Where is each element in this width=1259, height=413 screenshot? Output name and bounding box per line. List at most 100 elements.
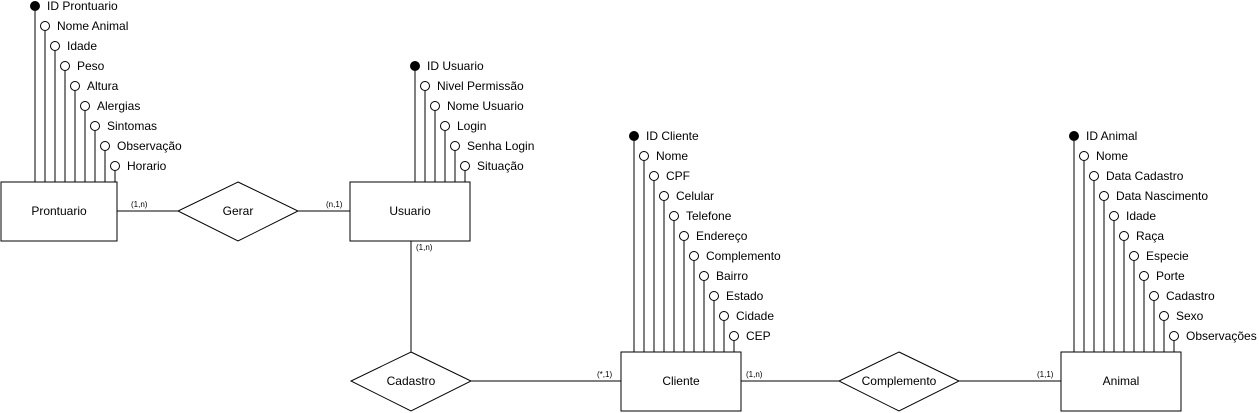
- attribute-label: CEP: [746, 329, 771, 343]
- attribute-dot: [729, 331, 739, 341]
- attribute-dot: [440, 121, 450, 131]
- attribute-dot: [679, 231, 689, 241]
- cardinalities: (1,n) (n,1) (1,n) (*,1) (1,n) (1,1): [131, 200, 1054, 379]
- attribute-cadastro: Cadastro: [1149, 289, 1215, 352]
- attribute-label: ID Cliente: [646, 129, 699, 143]
- attribute-cidade: Cidade: [719, 309, 774, 352]
- attribute-label: Idade: [67, 39, 97, 53]
- attribute-senha-login: Senha Login: [450, 139, 534, 182]
- attribute-especie: Especie: [1129, 249, 1189, 352]
- relationship-name: Gerar: [223, 204, 254, 218]
- entity-cliente[interactable]: Cliente: [620, 351, 742, 412]
- attribute-dot: [699, 271, 709, 281]
- entity-box: [1060, 351, 1182, 412]
- attribute-bairro: Bairro: [699, 269, 748, 352]
- attribute-porte: Porte: [1139, 269, 1185, 352]
- attribute-dot: [1109, 211, 1119, 221]
- attribute-sexo: Sexo: [1159, 309, 1204, 352]
- relationship-complemento[interactable]: Complemento: [837, 351, 961, 412]
- attribute-dot: [659, 191, 669, 201]
- entity-name: Prontuario: [31, 204, 87, 218]
- attribute-celular: Celular: [659, 189, 714, 352]
- attribute-label: Observações: [1186, 329, 1257, 343]
- relationship-name: Complemento: [862, 374, 937, 388]
- attribute-dot: [1079, 151, 1089, 161]
- attribute-dot: [1159, 311, 1169, 321]
- entity-usuario[interactable]: Usuario: [349, 181, 471, 242]
- attribute-estado: Estado: [709, 289, 764, 352]
- attribute-nome: Nome: [639, 149, 688, 352]
- relationship-cadastro[interactable]: Cadastro: [349, 351, 473, 412]
- attribute-dot: [60, 61, 70, 71]
- attribute-label: Estado: [726, 289, 764, 303]
- attribute-dot: [709, 291, 719, 301]
- attribute-idade: Idade: [50, 39, 97, 182]
- entity-animal[interactable]: Animal: [1060, 351, 1182, 412]
- attribute-label: Nome: [656, 149, 688, 163]
- attribute-label: Idade: [1126, 209, 1156, 223]
- attribute-data-cadastro: Data Cadastro: [1089, 169, 1184, 352]
- key-attribute-id-animal: ID Animal: [1069, 129, 1137, 352]
- attribute-dot: [70, 81, 80, 91]
- entity-name: Usuario: [389, 204, 431, 218]
- attribute-complemento: Complemento: [689, 249, 781, 352]
- attribute-label: ID Usuario: [427, 59, 484, 73]
- attribute-peso: Peso: [60, 59, 105, 182]
- entity-box: [0, 181, 118, 242]
- attribute-nivel-permissao: Nivel Permissão: [420, 79, 524, 182]
- key-attribute-id-prontuario: ID Prontuario: [30, 0, 118, 182]
- attribute-label: Sintomas: [107, 119, 157, 133]
- attribute-dot: [639, 151, 649, 161]
- connectors: [117, 210, 1061, 382]
- attribute-label: Especie: [1146, 249, 1189, 263]
- cardinality-prontuario-gerar: (1,n): [131, 200, 148, 209]
- attribute-alergias: Alergias: [80, 99, 140, 182]
- attribute-dot: [1089, 171, 1099, 181]
- attribute-label: Cidade: [736, 309, 774, 323]
- attribute-label: Senha Login: [467, 139, 534, 153]
- attribute-dot: [110, 161, 120, 171]
- attribute-telefone: Telefone: [669, 209, 732, 352]
- attribute-dot: [1139, 271, 1149, 281]
- key-attribute-dot: [629, 131, 639, 141]
- relationship-gerar[interactable]: Gerar: [176, 181, 300, 242]
- attribute-cpf: CPF: [649, 169, 690, 352]
- key-attribute-dot: [1069, 131, 1079, 141]
- attribute-label: Horario: [127, 159, 167, 173]
- attribute-data-nascimento: Data Nascimento: [1099, 189, 1208, 352]
- attribute-nome-animal: Nome Animal: [40, 19, 128, 182]
- relationship-diamond: [349, 351, 473, 412]
- relationship-name: Cadastro: [387, 374, 436, 388]
- attribute-dot: [420, 81, 430, 91]
- key-attribute-id-cliente: ID Cliente: [629, 129, 699, 352]
- attribute-dot: [669, 211, 679, 221]
- attribute-dot: [450, 141, 460, 151]
- attribute-sintomas: Sintomas: [90, 119, 157, 182]
- attribute-dot: [430, 101, 440, 111]
- attribute-label: Nome Animal: [57, 19, 128, 33]
- attribute-label: Sexo: [1176, 309, 1204, 323]
- entity-prontuario[interactable]: Prontuario: [0, 181, 118, 242]
- cardinality-cliente-complemento: (1,n): [746, 370, 763, 379]
- attribute-label: Alergias: [97, 99, 140, 113]
- attribute-altura: Altura: [70, 79, 119, 182]
- attribute-label: Nome Usuario: [447, 99, 524, 113]
- attribute-label: Situação: [477, 159, 524, 173]
- attribute-dot: [689, 251, 699, 261]
- attribute-dot: [1149, 291, 1159, 301]
- cardinality-cliente-cadastro: (*,1): [597, 370, 612, 379]
- attribute-label: CPF: [666, 169, 690, 183]
- attribute-dot: [80, 101, 90, 111]
- attribute-label: Bairro: [716, 269, 748, 283]
- attribute-dot: [719, 311, 729, 321]
- cardinality-usuario-gerar: (n,1): [326, 200, 343, 209]
- attribute-dot: [1129, 251, 1139, 261]
- entity-box: [620, 351, 742, 412]
- attribute-idade: Idade: [1109, 209, 1156, 352]
- attribute-label: Observação: [117, 139, 182, 153]
- attribute-situacao: Situação: [460, 159, 524, 182]
